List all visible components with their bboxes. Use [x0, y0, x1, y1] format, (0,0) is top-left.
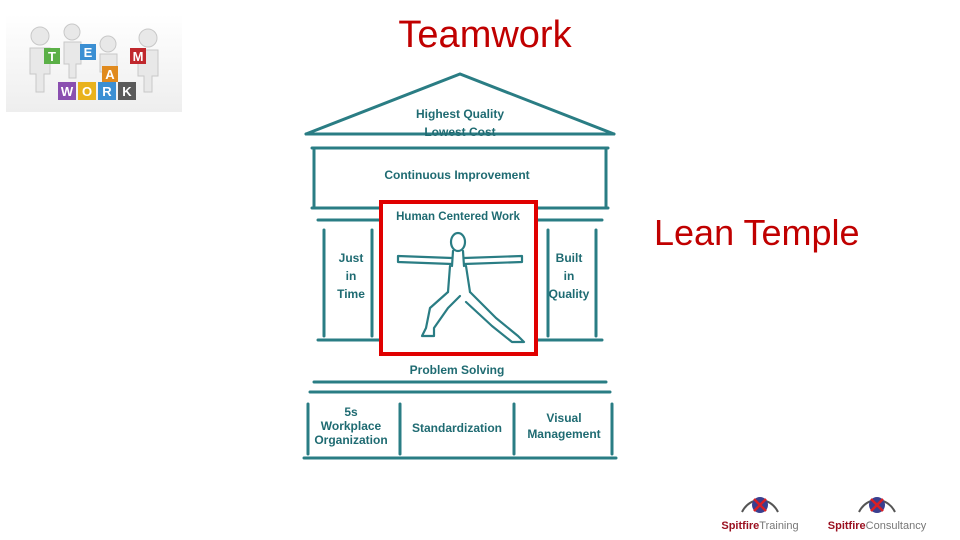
left-pillar-line-2: in	[346, 269, 357, 283]
work-letter-o: O	[82, 84, 92, 99]
human-centered-work-label: Human Centered Work	[396, 211, 520, 223]
lean-temple-diagram: Highest Quality Lowest Cost Continuous I…	[300, 70, 620, 464]
right-pillar-line-1: Built	[556, 251, 583, 265]
spitfire-emblem-icon	[741, 497, 779, 513]
left-pillar-line-3: Time	[337, 287, 365, 301]
foundation-left-line-1: 5s	[344, 405, 358, 419]
work-letter-w: W	[61, 84, 74, 99]
foundation-left-line-3: Organization	[314, 433, 387, 447]
right-pillar-line-2: in	[564, 269, 575, 283]
foundation-right-line-1: Visual	[546, 411, 581, 425]
work-letter-r: R	[102, 84, 112, 99]
roof-line-1: Highest Quality	[416, 107, 504, 121]
lean-temple-label: Lean Temple	[654, 212, 860, 253]
spitfire-consultancy-logo: SpitfireConsultancy	[818, 492, 936, 536]
spitfire-training-name: SpitfireTraining	[721, 520, 799, 532]
spitfire-emblem-icon	[858, 497, 896, 513]
team-letter-e: E	[84, 45, 93, 60]
roof-line-2: Lowest Cost	[424, 125, 495, 139]
team-letter-t: T	[48, 49, 56, 64]
work-letter-k: K	[122, 84, 132, 99]
team-letter-a: A	[105, 67, 115, 82]
team-work-logo: T E A M W O R K	[6, 14, 182, 112]
continuous-improvement-label: Continuous Improvement	[384, 168, 529, 182]
spitfire-consultancy-name: SpitfireConsultancy	[827, 520, 927, 532]
left-pillar-line-1: Just	[339, 251, 364, 265]
foundation-right-line-2: Management	[527, 427, 600, 441]
spitfire-training-logo: SpitfireTraining	[712, 492, 808, 536]
problem-solving-label: Problem Solving	[410, 363, 505, 377]
right-pillar-line-3: Quality	[549, 287, 590, 301]
foundation-left-line-2: Workplace	[321, 419, 382, 433]
yoga-figure-icon	[396, 231, 526, 344]
team-letter-m: M	[133, 49, 144, 64]
foundation-center-label: Standardization	[412, 421, 502, 435]
slide-title: Teamwork	[398, 14, 572, 56]
